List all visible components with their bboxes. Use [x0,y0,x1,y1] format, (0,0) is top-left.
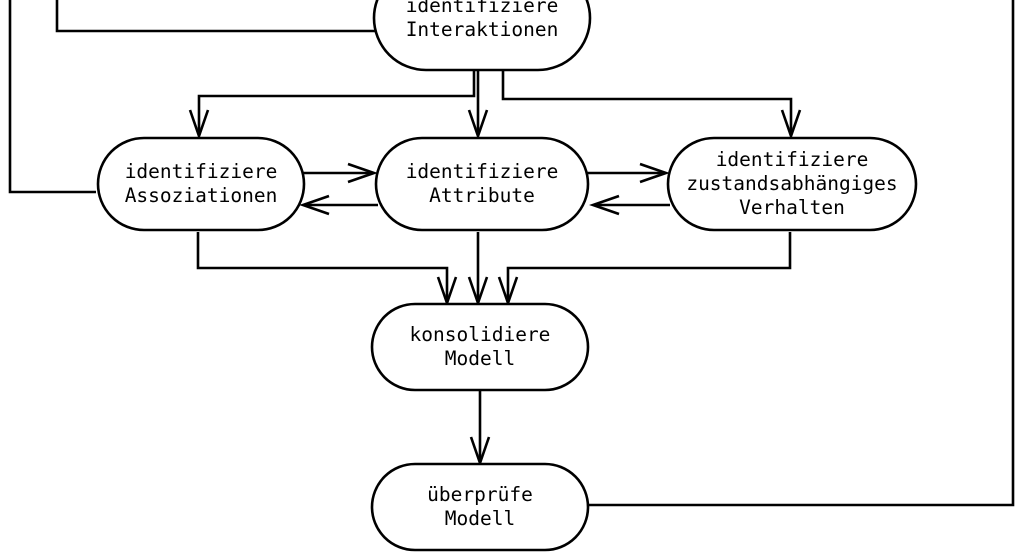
edge-interaktionen-to-attribute [467,70,489,140]
edge-offscreen-top-left-feedback-outer [8,0,96,194]
edge-konsolidiere-to-ueberpruefe [469,390,491,467]
edge-attribute-to-assoziationen [299,194,378,216]
edge-line [197,70,476,134]
arrow-head [347,162,378,184]
edge-verhalten-to-attribute [589,194,670,216]
edge-attribute-to-verhalten [585,162,670,184]
edge-line [506,232,792,300]
node-shape[interactable] [96,136,306,232]
arrow-head [188,109,210,140]
node-shape[interactable] [372,0,592,72]
edge-interaktionen-to-assoziationen [188,70,476,140]
edge-verhalten-to-konsolidiere [497,232,792,307]
node-shape[interactable] [374,136,590,232]
arrow-head [589,194,620,216]
edges-layer [8,0,1015,507]
node-shape[interactable] [370,302,590,392]
edge-line [8,0,96,194]
edge-line [196,232,449,300]
edge-ueberpruefe-right-feedback [588,0,1015,507]
edge-line [55,0,376,33]
arrow-head [467,109,489,140]
edge-line [588,0,1015,507]
arrow-head [299,194,330,216]
edge-attribute-to-konsolidiere [467,232,489,307]
edge-offscreen-top-left-feedback-inner [55,0,376,33]
arrow-head [639,162,670,184]
node-shape[interactable] [666,136,918,232]
arrow-head [780,109,802,140]
edge-assoziationen-to-konsolidiere [196,232,458,307]
edge-assoziationen-to-attribute [299,162,378,184]
edge-interaktionen-to-verhalten [501,70,802,140]
node-shape[interactable] [370,462,590,552]
edge-line [501,70,793,134]
